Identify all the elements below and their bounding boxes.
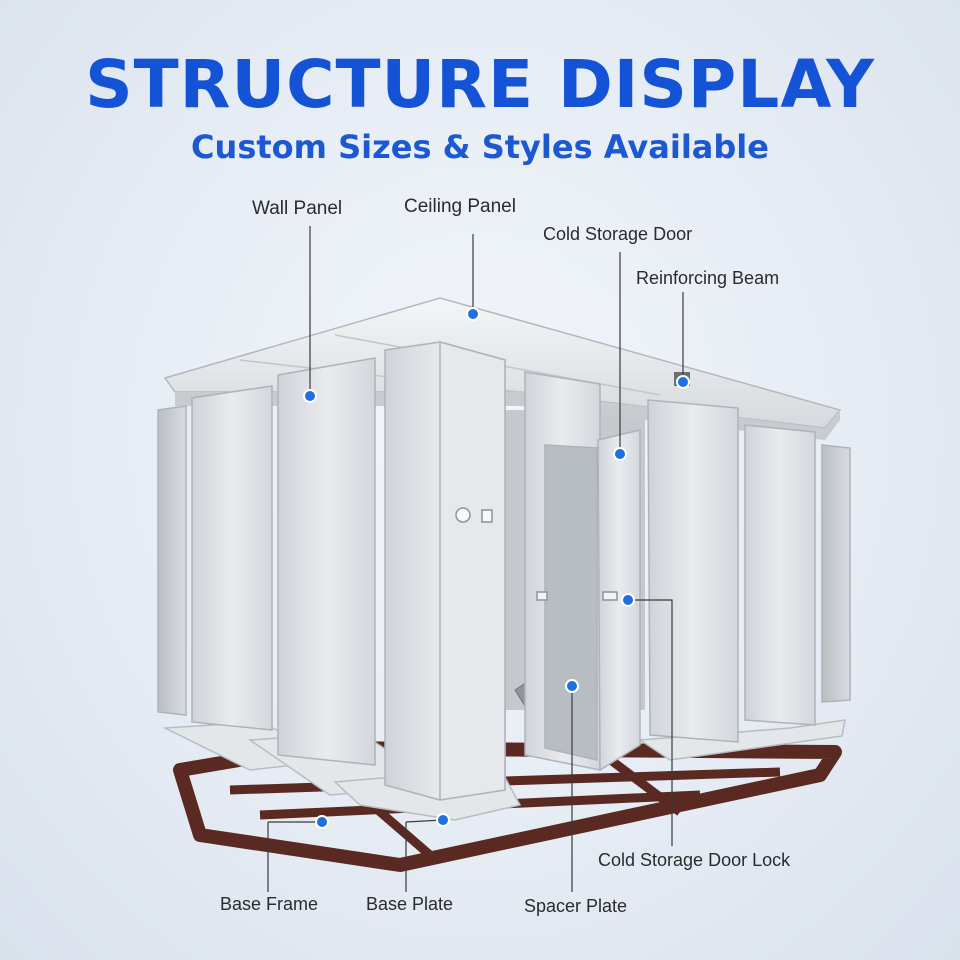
label-reinforcing-beam: Reinforcing Beam xyxy=(636,268,780,288)
page-subtitle: Custom Sizes & Styles Available xyxy=(191,128,769,166)
leader-lines xyxy=(267,226,684,892)
label-cold-storage-door: Cold Storage Door xyxy=(543,224,693,244)
front-wall-panel xyxy=(384,341,506,801)
label-base-plate: Base Plate xyxy=(366,894,454,914)
label-spacer-plate: Spacer Plate xyxy=(524,896,628,916)
label-wall-panel: Wall Panel xyxy=(252,198,343,219)
cold-storage-door xyxy=(524,371,641,772)
marker-dots xyxy=(303,307,690,829)
left-wall-panels xyxy=(157,357,376,766)
label-ceiling-panel: Ceiling Panel xyxy=(404,196,516,217)
label-cold-storage-door-lock: Cold Storage Door Lock xyxy=(598,850,791,870)
right-wall-panels xyxy=(647,399,851,743)
page-title: STRUCTURE DISPLAY xyxy=(85,46,875,123)
label-base-frame: Base Frame xyxy=(220,894,319,914)
